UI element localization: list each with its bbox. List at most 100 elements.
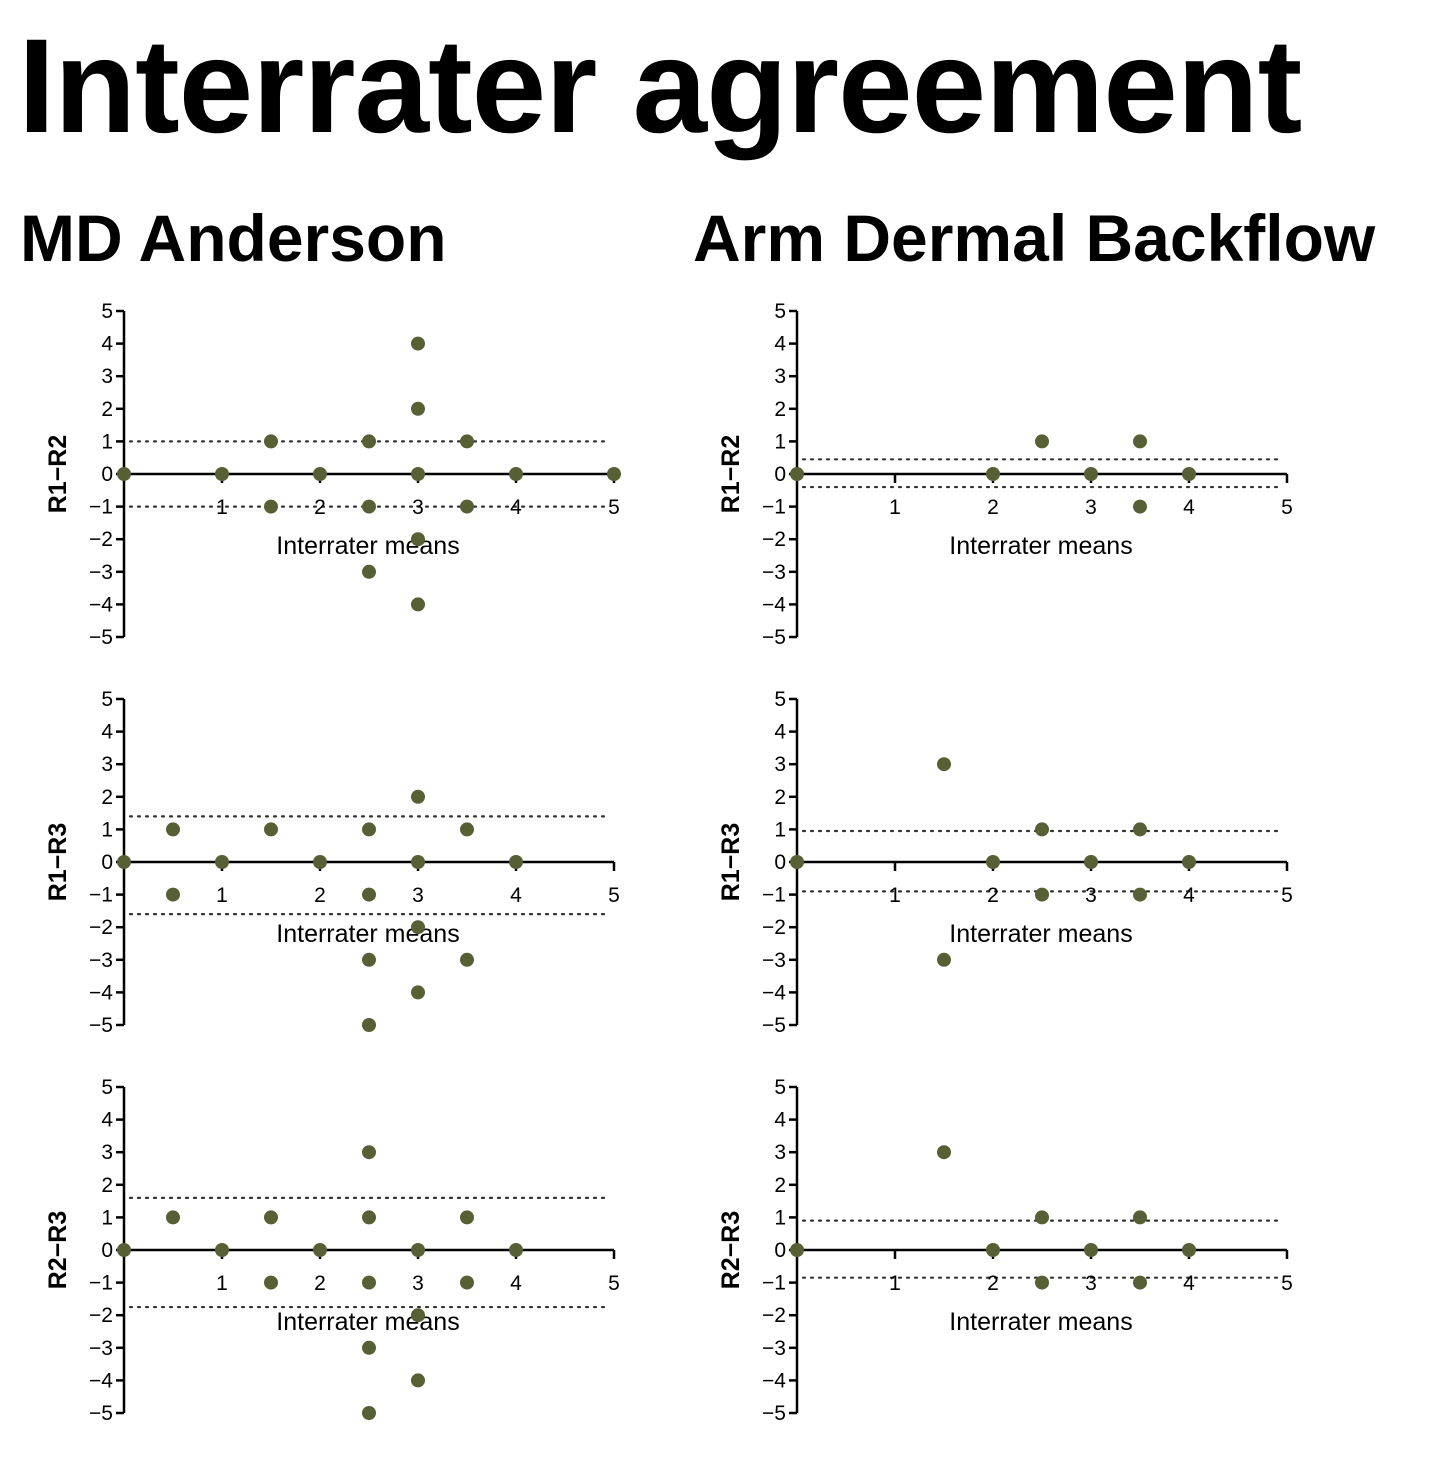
y-tick-label: 3 (774, 1141, 786, 1164)
data-point (937, 1145, 951, 1160)
data-point (362, 1018, 376, 1032)
y-tick-label: 3 (774, 365, 786, 388)
data-point (117, 467, 131, 481)
data-point (1133, 822, 1147, 837)
data-point (362, 1406, 376, 1420)
x-axis-label: Interrater means (949, 920, 1132, 948)
x-tick-label: 4 (1183, 496, 1195, 519)
x-tick-label: 2 (314, 884, 326, 907)
data-point (1133, 499, 1147, 514)
data-point (1035, 1210, 1049, 1225)
y-tick-label: 1 (101, 1206, 113, 1229)
x-tick-label: 1 (216, 496, 228, 519)
y-tick-label: 1 (774, 430, 786, 453)
y-tick-label: 1 (101, 430, 113, 453)
x-tick-label: 4 (510, 496, 522, 519)
y-tick-label: −3 (89, 561, 113, 584)
y-tick-label: 3 (774, 753, 786, 776)
data-point (166, 887, 180, 902)
y-tick-label: 2 (774, 398, 786, 421)
y-tick-label: −4 (762, 981, 786, 1004)
y-tick-label: −4 (762, 1369, 786, 1392)
y-tick-label: −2 (762, 916, 786, 939)
data-point (1133, 1210, 1147, 1225)
y-tick-label: 0 (774, 463, 786, 486)
data-point (362, 499, 376, 514)
data-point (411, 985, 425, 1000)
data-point (937, 952, 951, 967)
y-tick-label: 5 (774, 1076, 786, 1099)
y-axis-label: R1−R2 (717, 435, 745, 514)
y-axis-label: R2−R3 (717, 1211, 745, 1290)
data-point (362, 1145, 376, 1160)
y-tick-label: 3 (101, 753, 113, 776)
y-tick-label: −4 (89, 981, 113, 1004)
data-point (411, 532, 425, 547)
x-tick-label: 4 (510, 884, 522, 907)
x-tick-label: 3 (412, 1272, 424, 1295)
x-tick-label: 5 (608, 884, 620, 907)
data-point (1182, 467, 1196, 481)
y-tick-label: −2 (762, 1304, 786, 1327)
data-point (411, 1308, 425, 1323)
x-tick-label: 1 (889, 496, 901, 519)
y-tick-label: −3 (762, 1337, 786, 1360)
data-point (411, 1243, 425, 1257)
data-point (166, 1210, 180, 1225)
x-tick-label: 1 (889, 884, 901, 907)
y-tick-label: −4 (89, 1369, 113, 1392)
data-point (1133, 887, 1147, 902)
y-tick-label: 2 (101, 1174, 113, 1197)
x-tick-label: 2 (314, 1272, 326, 1295)
y-tick-label: 5 (774, 300, 786, 323)
y-axis-label: R1−R3 (717, 823, 745, 902)
x-tick-label: 3 (412, 496, 424, 519)
data-point (362, 1275, 376, 1290)
data-point (986, 855, 1000, 869)
data-point (215, 855, 229, 869)
y-tick-label: −1 (89, 1272, 113, 1295)
y-tick-label: 3 (101, 365, 113, 388)
y-tick-label: −3 (762, 561, 786, 584)
y-tick-label: −2 (89, 1304, 113, 1327)
y-tick-label: 1 (101, 818, 113, 841)
x-tick-label: 4 (510, 1272, 522, 1295)
data-point (1035, 1275, 1049, 1290)
y-tick-label: 2 (774, 786, 786, 809)
data-point (362, 1340, 376, 1355)
data-point (264, 1210, 278, 1225)
y-tick-label: 0 (774, 851, 786, 874)
y-tick-label: 4 (101, 1109, 113, 1132)
data-point (264, 1275, 278, 1290)
x-tick-label: 3 (1085, 1272, 1097, 1295)
data-point (1035, 822, 1049, 837)
y-tick-label: 4 (101, 721, 113, 744)
y-tick-label: 0 (101, 1239, 113, 1262)
data-point (264, 499, 278, 514)
data-point (215, 467, 229, 481)
data-point (362, 1210, 376, 1225)
data-point (411, 855, 425, 869)
y-tick-label: 4 (774, 1109, 786, 1132)
y-tick-label: 0 (101, 463, 113, 486)
x-axis-label: Interrater means (276, 1308, 459, 1336)
data-point (1182, 855, 1196, 869)
y-tick-label: −3 (762, 949, 786, 972)
x-tick-label: 1 (889, 1272, 901, 1295)
data-point (264, 822, 278, 837)
y-tick-label: 1 (774, 818, 786, 841)
data-point (986, 1243, 1000, 1257)
data-point (1035, 887, 1049, 902)
x-axis-label: Interrater means (276, 532, 459, 560)
y-tick-label: −3 (89, 949, 113, 972)
data-point (166, 822, 180, 837)
y-tick-label: 4 (774, 721, 786, 744)
x-tick-label: 5 (1281, 884, 1293, 907)
x-tick-label: 5 (1281, 1272, 1293, 1295)
data-point (986, 467, 1000, 481)
y-tick-label: −1 (89, 884, 113, 907)
data-point (790, 1243, 804, 1257)
y-tick-label: 5 (774, 688, 786, 711)
